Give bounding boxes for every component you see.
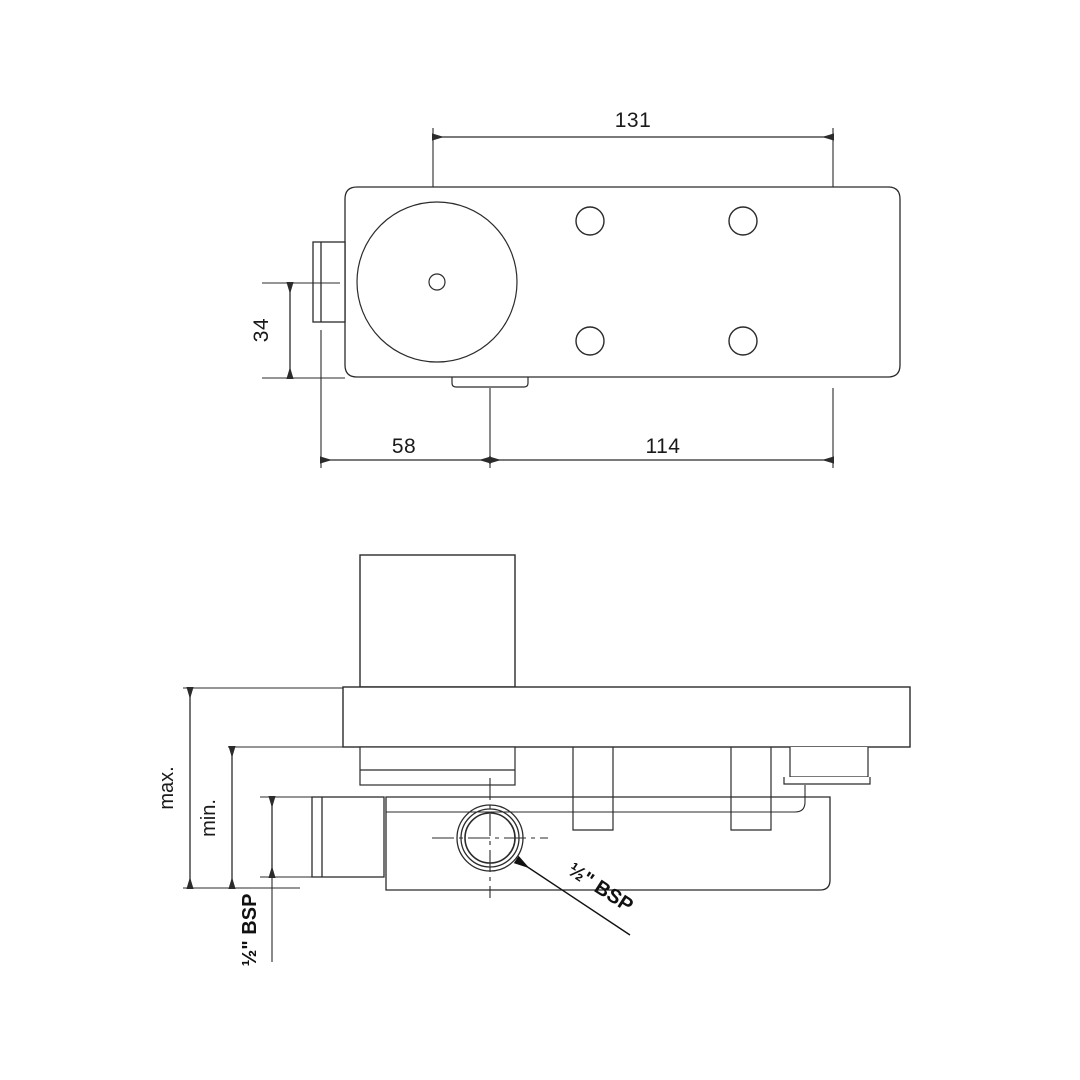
top-view-ext-lines-58-114 <box>320 330 834 468</box>
top-view-mounting-holes <box>575 206 758 356</box>
top-view: 131 <box>250 109 901 468</box>
top-view-handle-knob <box>356 201 518 363</box>
knob-center-hole-icon <box>428 273 446 291</box>
front-view-escutcheon-plate <box>342 686 911 748</box>
front-view-ext-lines-max <box>183 687 343 889</box>
front-view-right-boss <box>783 747 871 785</box>
front-view-body-top-edge <box>386 785 806 813</box>
mounting-hole-bottom-left <box>575 326 605 356</box>
label-side-outlet-bsp: ½" BSP <box>239 894 261 967</box>
front-view-side-outlet <box>311 796 385 878</box>
dim-max-height: max. <box>156 687 194 889</box>
front-view-main-body <box>385 796 831 891</box>
front-view: max. min. ½" BSP <box>156 554 911 967</box>
front-view-ribs <box>572 747 772 831</box>
top-view-side-outlet <box>312 241 346 323</box>
mounting-hole-top-right <box>728 206 758 236</box>
mounting-hole-top-left <box>575 206 605 236</box>
front-view-left-boss <box>359 746 516 786</box>
front-view-outlet-centerline <box>432 778 548 898</box>
dim-label-131: 131 <box>615 109 652 132</box>
dim-left-segment-58: 58 <box>320 435 491 464</box>
dim-overall-length-131: 131 <box>432 109 834 141</box>
front-view-spout-stem <box>359 554 516 688</box>
mounting-hole-bottom-right <box>728 326 758 356</box>
dim-label-min: min. <box>198 799 220 837</box>
dim-right-segment-114: 114 <box>489 435 834 464</box>
top-view-body-outline <box>344 186 901 378</box>
dim-label-58: 58 <box>392 435 416 458</box>
dim-side-outlet-bsp: ½" BSP <box>239 796 276 967</box>
dim-depth-34: 34 <box>250 282 294 379</box>
dim-label-max: max. <box>156 766 178 809</box>
top-view-ext-lines-34 <box>262 282 345 379</box>
dim-min-height: min. <box>198 746 236 889</box>
dim-label-34: 34 <box>250 318 273 342</box>
front-view-ext-lines-side-bsp <box>260 796 312 878</box>
top-view-lower-lip <box>451 377 529 388</box>
dim-label-114: 114 <box>646 435 681 458</box>
